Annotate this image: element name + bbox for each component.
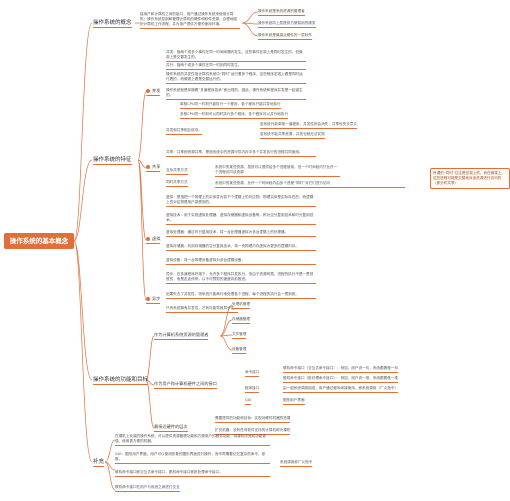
concurrency-item-6: 多核CPU同一时刻可以同时执行多个程序，多个程序可以并行地执行 — [180, 112, 288, 119]
other-item-2: GUI：图形用户界面。用户可以使用形象的图形界面进行操作，而不再需要记忆复杂的命… — [115, 452, 270, 464]
branch-goals[interactable]: 操作系统的功能和目标 — [93, 377, 149, 385]
concurrency-item-8: 若系统只能单核一道程序，并发性则会消失，共享也失去意义 — [260, 122, 358, 129]
concurrency-icon — [146, 89, 150, 93]
concept-definition: 接用户和计算机之间的接口，用户通过操作系统来使用计算机；操作系统控制和管理计算机… — [140, 12, 240, 29]
ext-item-1: 需要提供的功能和目标：实现对硬件机器的拓展 — [215, 416, 291, 423]
simul-share-label[interactable]: 同时共享方式 — [166, 180, 188, 187]
virtual-item-4: 虚拟存储器：利用存储器的空分复用技术，将一块物理内存虚拟为更多的逻辑内存。 — [166, 244, 316, 251]
async-item-2: 如果失去了并发性，则系统只能串行地处理各个进程，每个进程的执行会一贯到底。 — [166, 292, 316, 299]
virtual-item-3: 虚拟处理器：通过时分复用技术，将一台处理器虚拟为多台逻辑上的处理器。 — [166, 230, 316, 237]
sharing-icon — [146, 165, 150, 169]
manager-item-3[interactable]: 文件管理 — [232, 332, 247, 339]
async-label: 异步 — [152, 296, 161, 301]
virtual-item-2: 虚拟技术：用于实现虚拟处理器、虚拟存储器和虚拟设备等，称为空分复用技术和时分复用… — [166, 213, 316, 225]
branch-features[interactable]: 操作系统的特征 — [93, 157, 132, 165]
concurrency-item-1: 并发：指两个或多个事件在同一时间间隔内发生。这些事件宏观上是同时发生的，但微观上… — [166, 50, 306, 62]
other-item-5: 系统调用即广义指令 — [280, 460, 313, 467]
concurrency-item-5: 单核CPU同一时刻只能执行一个程序，各个程序只能并发地执行 — [180, 102, 281, 109]
cmd-item-1: 联机命令接口（交互式命令接口）：例如，用户说一句，系统跟着做一句 — [283, 366, 398, 373]
goal-interface[interactable]: 作为用户和计算机硬件之间的接口 — [154, 381, 217, 389]
mutex-share-label[interactable]: 互斥共享方式 — [166, 168, 188, 175]
concurrency-item-3: 操作系统的并发性指计算机系统中“同时”运行着多个程序，这些程序宏观上看是同时运行… — [166, 72, 306, 84]
manager-item-2[interactable]: 存储器管理 — [232, 317, 250, 324]
concurrency-item-4: 操作系统就是伴随着“多道程序技术”而出现的。因此，操作系统和程序并发是一起诞生的… — [166, 88, 306, 100]
branch-other[interactable]: 补充 — [93, 459, 105, 467]
manager-item-1[interactable]: 处理机管理 — [232, 302, 250, 309]
other-item-3: 联机命令接口即交互式命令接口，脱机命令接口即批处理命令接口。 — [115, 470, 270, 477]
ext-item-2: 扩充机器：没有任何软件支持的计算机称为裸机 — [215, 428, 291, 435]
feature-sharing[interactable]: 共享 — [146, 164, 161, 172]
async-icon — [146, 297, 150, 301]
manager-item-4[interactable]: 设备管理 — [232, 347, 247, 354]
async-item-1: 异步：在多道程序环境下，允许多个程序并发执行，但由于资源有限，进程的执行不是一贯… — [166, 272, 316, 284]
virtual-item-5: 虚拟设备：将一台物理设备虚拟为多台逻辑设备。 — [166, 258, 316, 265]
other-item-4: 联机命令接口在用户与系统之间进行交互 — [115, 485, 180, 492]
sharing-note: 所谓的“同时”往往是宏观上的，而在微观上，这些进程可能是交替地对该资源进行访问的… — [430, 168, 510, 189]
concurrency-label: 并发 — [152, 88, 161, 93]
concept-item-1[interactable]: 操作系统是系统资源的管理者 — [258, 9, 305, 16]
sharing-definition: 共享：共享即资源共享，是指系统中的资源可供内存中多个并发执行的进程共同使用。 — [166, 150, 316, 157]
cmd-item-2: 脱机命令接口（批处理命令接口）：例如，用户说一堆，系统跟着做一堆 — [283, 376, 398, 383]
concurrency-item-2: 并行：指两个或多个事件在同一时刻同时发生。 — [166, 63, 306, 70]
goal-manager[interactable]: 作为计算机系统资源的管理者 — [154, 332, 209, 340]
concurrency-item-7: 并发和共享相互依存。 — [166, 128, 202, 135]
root-node[interactable]: 操作系统的基本概念 — [4, 233, 74, 249]
gui-label[interactable]: GUI — [245, 398, 252, 405]
virtual-icon — [146, 237, 150, 241]
mutex-share-text: 系统中的某些资源，虽然可以提供给多个进程使用，但一个时间段内只允许一个进程访问该… — [215, 165, 340, 177]
feature-virtual[interactable]: 虚拟 — [146, 236, 161, 244]
gui-text: 图形用户界面 — [283, 398, 305, 405]
concurrency-item-9: 若系统不能共享资源，并发也就无法实现 — [260, 132, 325, 139]
concept-item-3[interactable]: 操作系统是最接近硬件的一层软件 — [258, 33, 312, 40]
prog-interface-label[interactable]: 程序接口 — [245, 386, 260, 393]
feature-concurrency[interactable]: 并发 — [146, 88, 161, 96]
virtual-item-1: 虚拟：是指把一个物理上的实体变为若干个逻辑上的对应物。物理实体是实际存在的，而逻… — [166, 195, 316, 207]
branch-concept[interactable]: 操作系统的概念 — [93, 20, 132, 28]
feature-async[interactable]: 异步 — [146, 296, 161, 304]
virtual-label: 虚拟 — [152, 236, 161, 241]
other-item-1: 在裸机上安装的操作系统，可以提供资源管理功能和方便用户的服务功能，将裸机改造成功… — [115, 434, 270, 446]
async-item-3: 只有系统拥有并发性，才有可能导致异步性。 — [166, 306, 238, 313]
cmd-interface-label[interactable]: 命令接口 — [245, 370, 260, 377]
prog-interface-text: 由一组系统调用组成，用户通过程序间接使用，即系统调用（广义指令） — [283, 386, 398, 393]
concept-item-2[interactable]: 操作系统向上层提供方便易用的服务 — [258, 21, 316, 28]
sharing-label: 共享 — [152, 164, 161, 169]
simul-share-text: 系统中的某些资源，允许一个时间段内由多个进程“同时”对它们进行访问 — [215, 181, 405, 188]
goal-extension[interactable]: 最接近硬件的层次 — [154, 424, 188, 432]
